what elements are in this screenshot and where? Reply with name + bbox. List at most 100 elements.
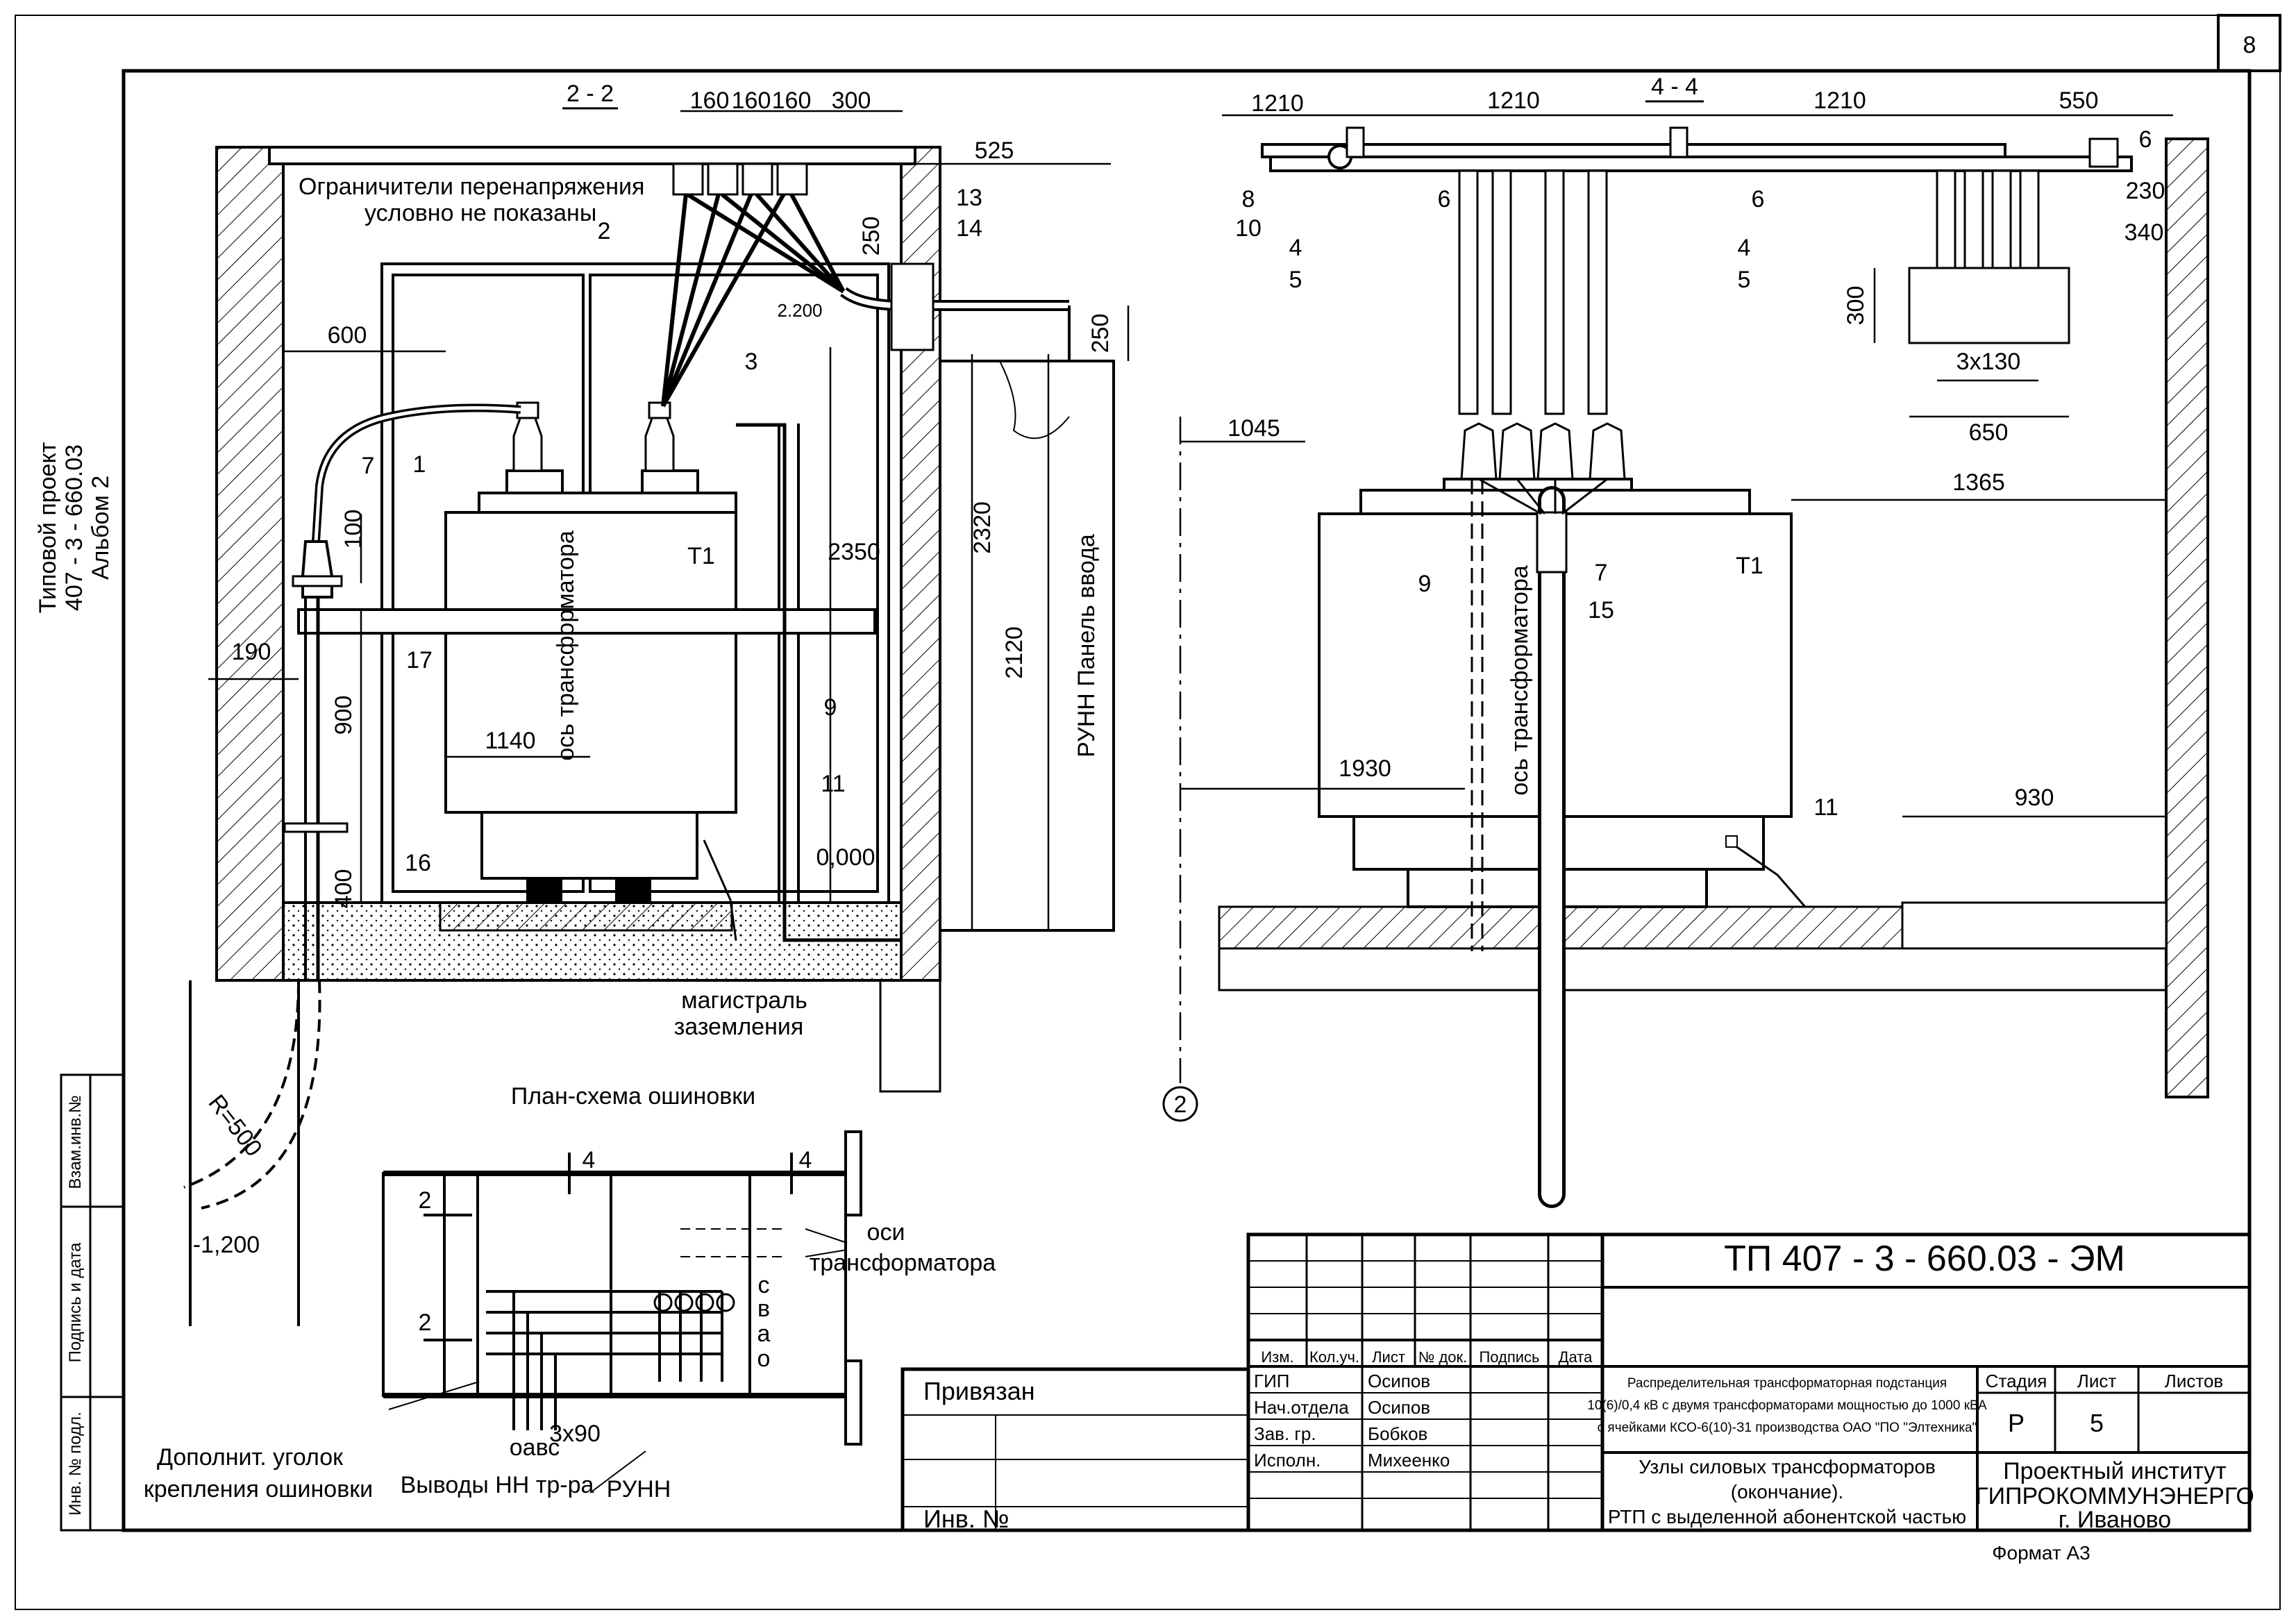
svg-text:11: 11 — [821, 771, 845, 797]
svg-text:трансформатора: трансформатора — [810, 1250, 996, 1276]
svg-text:550: 550 — [2059, 87, 2099, 114]
svg-text:1210: 1210 — [1251, 90, 1304, 117]
svg-text:Проектный институт: Проектный институт — [2003, 1458, 2227, 1484]
svg-text:100: 100 — [340, 510, 367, 549]
svg-text:ГИПРОКОММУНЭНЕРГО: ГИПРОКОММУНЭНЕРГО — [1975, 1483, 2254, 1509]
section-4-4-labels: 4 - 4 1210 1210 1210 550 230 340 300 3х1… — [1174, 74, 2165, 1118]
svg-text:15: 15 — [1588, 597, 1614, 623]
svg-text:160: 160 — [772, 87, 812, 114]
svg-text:оси: оси — [867, 1219, 905, 1246]
transformer-lid — [478, 492, 737, 514]
svg-text:о: о — [757, 1346, 771, 1372]
svg-text:Дата: Дата — [1559, 1348, 1593, 1366]
svg-text:Кол.уч.: Кол.уч. — [1309, 1348, 1359, 1366]
svg-text:Выводы НН тр-ра: Выводы НН тр-ра — [401, 1472, 594, 1498]
svg-text:4: 4 — [799, 1147, 812, 1173]
svg-text:340: 340 — [2125, 219, 2164, 246]
side-stamp: Типовой проект 407 - 3 - 660.03 Альбом 2 — [35, 442, 114, 614]
grounding-label-2: заземления — [674, 1014, 804, 1040]
svg-text:Зав. гр.: Зав. гр. — [1254, 1423, 1316, 1444]
svg-text:525: 525 — [975, 137, 1014, 164]
svg-text:250: 250 — [858, 217, 885, 256]
svg-text:Распределительная трансформато: Распределительная трансформаторная подст… — [1627, 1376, 1947, 1391]
svg-text:7: 7 — [362, 453, 375, 479]
transformer-tank — [444, 511, 737, 814]
svg-text:Михеенко: Михеенко — [1368, 1450, 1450, 1471]
svg-text:с ячейками КСО-6(10)-З1 произв: с ячейками КСО-6(10)-З1 производства ОАО… — [1598, 1421, 1977, 1435]
svg-text:250: 250 — [1087, 314, 1114, 353]
left-approval-boxes — [60, 1073, 125, 1532]
svg-text:9: 9 — [1418, 571, 1432, 597]
svg-text:300: 300 — [832, 87, 871, 114]
svg-text:3х90: 3х90 — [549, 1421, 601, 1447]
svg-text:190: 190 — [232, 639, 271, 665]
svg-text:(окончание).: (окончание). — [1731, 1481, 1843, 1502]
title-block-text: ТП 407 - 3 - 660.03 - ЭМ Привязан Инв. №… — [923, 1239, 2254, 1564]
svg-text:10: 10 — [1235, 215, 1262, 242]
svg-text:1365: 1365 — [1952, 469, 2005, 496]
transformer-axis-label-4-4: ось трансформатора — [1507, 565, 1533, 796]
signature-date-label: Подпись и дата — [66, 1242, 85, 1362]
svg-text:в: в — [757, 1296, 770, 1322]
svg-text:6: 6 — [1438, 186, 1451, 212]
t1-label-4-4: Т1 — [1736, 553, 1763, 579]
svg-text:8: 8 — [1242, 186, 1255, 212]
svg-text:оавс: оавс — [510, 1434, 560, 1461]
svg-text:160: 160 — [690, 87, 730, 114]
svg-text:Осипов: Осипов — [1368, 1397, 1430, 1418]
section-2-2-title: 2 - 2 — [567, 81, 614, 107]
svg-text:Изм.: Изм. — [1261, 1348, 1293, 1366]
svg-text:2.200: 2.200 — [777, 300, 822, 321]
surge-note-1: Ограничители перенапряжения — [299, 174, 644, 200]
right-wall-4-4 — [2165, 137, 2209, 1098]
runn-panel-label: РУНН Панель ввода — [1073, 534, 1100, 757]
svg-text:160: 160 — [732, 87, 771, 114]
svg-text:5: 5 — [2090, 1409, 2104, 1437]
svg-text:10(6)/0,4 кВ с двумя трансформ: 10(6)/0,4 кВ с двумя трансформаторами мо… — [1587, 1398, 1987, 1413]
title-block — [900, 1232, 2252, 1532]
svg-text:Бобков: Бобков — [1368, 1423, 1427, 1444]
svg-text:2: 2 — [598, 218, 611, 244]
svg-text:17: 17 — [406, 647, 433, 673]
busbar-plan-labels: План-схема ошиновки 2 2 4 4 оси трансфор… — [144, 1083, 996, 1502]
section-4-4 — [1162, 114, 2209, 1208]
svg-text:1: 1 — [413, 451, 426, 478]
svg-text:5: 5 — [1738, 267, 1751, 293]
section-2-2-labels: 2 - 2 Ограничители перенапряжения условн… — [193, 81, 1114, 1258]
svg-text:Альбом 2: Альбом 2 — [87, 476, 114, 580]
sheet-number: 8 — [2243, 32, 2256, 58]
busbar-support-beam — [268, 146, 916, 165]
svg-text:900: 900 — [330, 696, 357, 735]
svg-text:с: с — [758, 1272, 770, 1298]
svg-text:Осипов: Осипов — [1368, 1371, 1430, 1391]
svg-text:13: 13 — [956, 185, 982, 211]
plan-title: План-схема ошиновки — [511, 1083, 755, 1110]
svg-text:а: а — [757, 1321, 771, 1347]
svg-text:R=500: R=500 — [203, 1090, 267, 1162]
svg-text:16: 16 — [405, 850, 431, 876]
svg-text:1930: 1930 — [1339, 755, 1391, 782]
svg-text:9: 9 — [824, 694, 837, 721]
svg-text:4: 4 — [583, 1147, 596, 1173]
axis-marker-2 — [1162, 1086, 1198, 1122]
section-4-4-title: 4 - 4 — [1651, 74, 1698, 100]
transformer-foundation — [439, 901, 733, 932]
document-code: ТП 407 - 3 - 660.03 - ЭМ — [1724, 1239, 2125, 1279]
svg-text:930: 930 — [2015, 785, 2054, 811]
surge-note-2: условно не показаны — [364, 200, 596, 226]
svg-text:6: 6 — [1752, 186, 1765, 212]
t1-label: Т1 — [687, 543, 715, 569]
svg-text:Лист: Лист — [2077, 1371, 2117, 1391]
svg-text:2350: 2350 — [828, 539, 880, 565]
cross-bracket — [1908, 267, 2070, 344]
svg-text:2: 2 — [1174, 1091, 1187, 1118]
svg-text:№ док.: № док. — [1418, 1348, 1468, 1366]
svg-text:1210: 1210 — [1487, 87, 1540, 114]
vzam-inv-label: Взам.инв.№ — [66, 1095, 85, 1189]
svg-text:Листов: Листов — [2165, 1371, 2223, 1391]
svg-text:6: 6 — [2139, 126, 2152, 153]
privyazan-label: Привязан — [923, 1377, 1035, 1405]
transformer-radiator-bar — [297, 608, 876, 635]
svg-text:1045: 1045 — [1227, 415, 1280, 442]
svg-text:7: 7 — [1595, 560, 1608, 586]
